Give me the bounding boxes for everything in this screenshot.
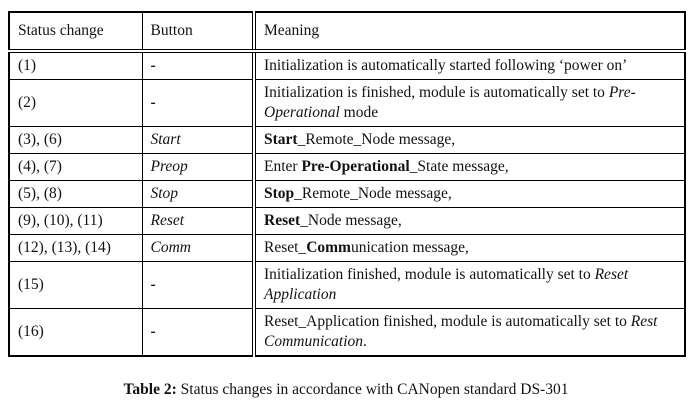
button-cell: Reset [141,207,255,235]
meaning-cell: Reset_Communication message, [252,234,686,262]
status-change-cell: (2) [8,79,143,127]
column-header-button: Button [141,11,255,53]
button-label: - [150,323,156,340]
meaning-segment: . [363,333,367,350]
status-change-cell: (5), (8) [8,180,143,208]
status-change-cell: (12), (13), (14) [8,234,143,262]
button-label: - [150,276,156,293]
button-label: Preop [150,158,188,175]
button-cell: - [141,50,255,80]
meaning-cell: Initialization is automatically started … [252,50,686,80]
meaning-segment: Start [264,131,298,148]
meaning-segment: _State message, [409,158,509,175]
meaning-cell: Start_Remote_Node message, [252,126,686,154]
table-row: (15)- Initialization finished, module is … [8,261,686,309]
meaning-segment: Reset_ [264,239,307,256]
button-cell: - [141,308,255,357]
status-change-cell: (9), (10), (11) [8,207,143,235]
table-body: (1)-Initialization is automatically star… [8,50,686,357]
meaning-segment: _Remote_Node message, [294,185,452,202]
button-label: Reset [150,212,185,229]
meaning-segment: Reset Application [264,266,629,303]
button-label: Comm [150,239,191,256]
button-cell: - [141,79,255,127]
meaning-cell: Enter Pre-Operational_State message, [252,153,686,181]
column-header-status-change: Status change [8,11,143,53]
status-change-table: Status change Button Meaning (1)-Initial… [8,11,686,357]
meaning-cell: Initialization is finished, module is au… [252,79,686,127]
button-cell: Stop [141,180,255,208]
table-row: (1)- Initialization is automatically star… [8,50,686,80]
meaning-cell: Reset_Application finished, module is au… [252,308,686,357]
button-cell: Comm [141,234,255,262]
table-caption: Table 2: Status changes in accordance wi… [8,380,684,400]
table-row: (4), (7) Preop Enter Pre-Operational_State… [8,153,686,181]
table-header-row: Status change Button Meaning [8,11,686,53]
status-change-cell: (1) [8,50,143,80]
status-change-cell: (15) [8,261,143,309]
button-label: - [150,94,156,111]
meaning-cell: Initialization finished, module is autom… [252,261,686,309]
button-cell: Start [141,126,255,154]
button-cell: - [141,261,255,309]
caption-label: Table 2: [123,381,177,398]
table-row: (16)- Reset_Application finished, module … [8,308,686,357]
meaning-cell: Reset_Node message, [252,207,686,235]
button-label: Stop [150,185,179,202]
status-change-cell: (16) [8,308,143,357]
status-change-cell: (4), (7) [8,153,143,181]
meaning-segment: _Node message, [300,212,402,229]
meaning-segment: Reset_Application finished, module is au… [264,313,631,330]
meaning-segment: Pre-Operational [264,84,636,121]
meaning-segment: Enter [264,158,302,175]
meaning-cell: Stop_Remote_Node message, [252,180,686,208]
meaning-segment: Initialization finished, module is autom… [264,266,595,283]
button-label: - [150,57,156,74]
button-label: Start [150,131,181,148]
column-header-meaning: Meaning [252,11,686,53]
meaning-segment: Stop [264,185,295,202]
meaning-segment: Initialization is finished, module is au… [264,84,609,101]
meaning-segment: Rest Communication [264,313,658,350]
meaning-segment: Initialization is automatically started … [264,57,628,74]
meaning-segment: Reset [264,212,301,229]
meaning-segment: _Remote_Node message, [297,131,456,148]
meaning-segment: mode [339,104,379,121]
meaning-segment: Comm [306,239,351,256]
caption-text: Status changes in accordance with CANope… [176,381,569,398]
status-change-cell: (3), (6) [8,126,143,154]
table-row: (2)- Initialization is finished, module i… [8,79,686,127]
button-cell: Preop [141,153,255,181]
meaning-segment: Pre-Operational [301,158,410,175]
meaning-segment: unication message, [350,239,469,256]
